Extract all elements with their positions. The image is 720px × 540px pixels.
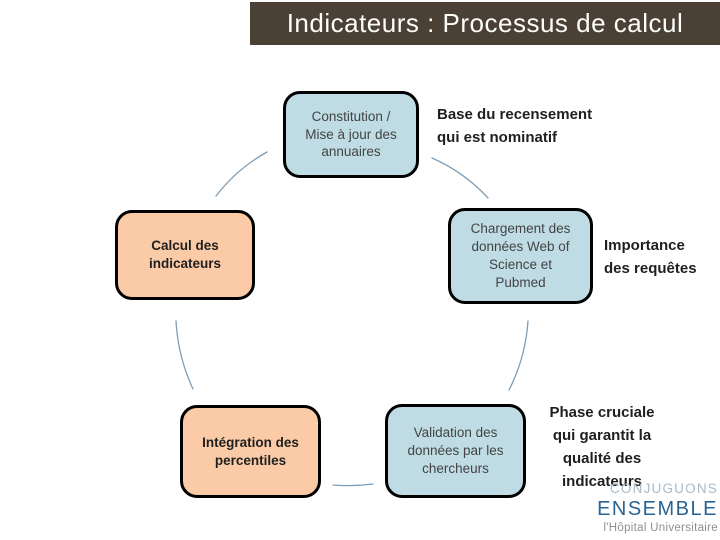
logo-line-hopital: l'Hôpital Universitaire	[603, 521, 718, 534]
arc-bottom	[332, 483, 374, 487]
arc-right	[508, 320, 529, 391]
note-base-recensement: Base du recensement qui est nominatif	[437, 106, 593, 146]
logo-hopital-universitaire: CONJUGUONS ENSEMBLE l'Hôpital Universita…	[597, 481, 718, 534]
title-bar: Indicateurs : Processus de calcul	[250, 2, 720, 45]
note-phase-cruciale: Phase cruciale qui garantit la qualité d…	[549, 404, 655, 490]
arc-top-left	[215, 151, 268, 197]
note-importance-requetes: Importance des requêtes	[604, 237, 697, 277]
process-box-validation-donnees: Validation des données par les chercheur…	[385, 404, 526, 498]
logo-line-conjuguons: CONJUGUONS	[609, 481, 718, 496]
arc-left	[175, 320, 194, 390]
process-box-integration-percentiles: Intégration des percentiles	[180, 405, 321, 498]
slide-title: Indicateurs : Processus de calcul	[286, 8, 684, 38]
logo-line-ensemble: ENSEMBLE	[597, 497, 718, 520]
arc-top-right	[431, 157, 489, 199]
process-box-chargement-donnees: Chargement des données Web of Science et…	[448, 208, 593, 304]
process-box-constitution-annuaires: Constitution / Mise à jour des annuaires	[283, 91, 419, 178]
process-box-calcul-indicateurs: Calcul des indicateurs	[115, 210, 255, 300]
